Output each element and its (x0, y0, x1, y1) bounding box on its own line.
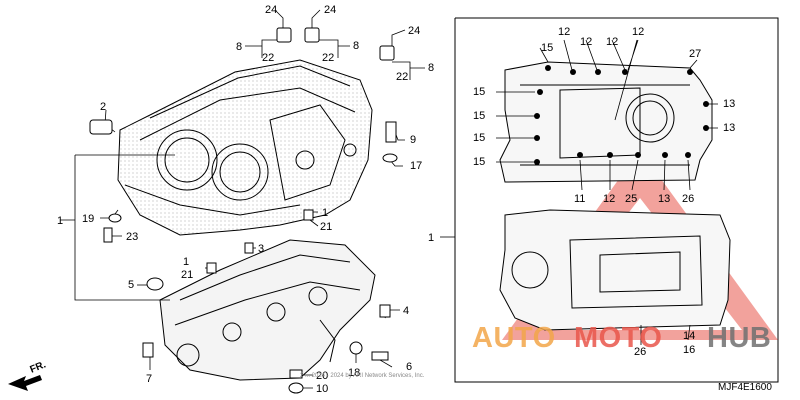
callout-26-b: 26 (634, 346, 647, 358)
callout-1-c: 1 (183, 256, 190, 268)
callout-22-a: 22 (262, 52, 275, 64)
callout-15-d: 15 (473, 132, 486, 144)
callout-17: 17 (410, 160, 423, 172)
crankcase-top-view (499, 61, 713, 183)
bolt-hole-markers (534, 65, 709, 165)
callout-15-c: 15 (473, 110, 486, 122)
lower-crankcase (159, 239, 376, 381)
callout-20: 20 (316, 370, 329, 382)
small-parts (89, 27, 398, 394)
callout-12-d: 12 (632, 26, 645, 38)
callout-24-a: 24 (265, 4, 278, 16)
callout-15-e: 15 (473, 156, 486, 168)
callout-10: 10 (316, 383, 329, 395)
detail-view-box (454, 17, 779, 383)
callout-7: 7 (146, 373, 153, 385)
callout-15-a: 15 (541, 42, 554, 54)
copyright-notice: 2 ... 2024 - 2024 by ARI Network Service… (300, 373, 425, 379)
watermark-auto-text: AUTO (472, 322, 556, 354)
callout-12-c: 12 (606, 36, 619, 48)
callout-24-c: 24 (408, 25, 421, 37)
callout-1-a: 1 (57, 215, 64, 227)
callout-13-b: 13 (723, 122, 736, 134)
front-direction-arrow (8, 375, 42, 391)
callout-5: 5 (128, 279, 135, 291)
callout-12-b: 12 (580, 36, 593, 48)
callout-21-a: 21 (320, 221, 333, 233)
callout-26-a: 26 (682, 193, 695, 205)
drawing-code: MJF4E1600 (718, 382, 772, 393)
upper-crankcase (117, 59, 373, 236)
callout-25: 25 (625, 193, 638, 205)
callout-23: 23 (126, 231, 139, 243)
callout-15-b: 15 (473, 86, 486, 98)
callout-1-detail: 1 (428, 232, 435, 244)
watermark-hub-text: HUB (707, 322, 772, 354)
callout-27: 27 (689, 48, 702, 60)
callout-24-b: 24 (324, 4, 337, 16)
callout-11: 11 (574, 193, 586, 205)
callout-18: 18 (348, 367, 361, 379)
callout-12-a: 12 (558, 26, 571, 38)
callout-9: 9 (410, 134, 417, 146)
callout-14: 14 (683, 330, 696, 342)
crankcase-bottom-view (499, 209, 731, 331)
callout-12-e: 12 (603, 193, 616, 205)
callout-8-a: 8 (236, 41, 243, 53)
callout-3: 3 (258, 243, 265, 255)
callout-16: 16 (683, 344, 696, 356)
callout-2: 2 (100, 101, 107, 113)
callout-8-c: 8 (428, 62, 435, 74)
callout-6: 6 (406, 361, 413, 373)
callout-21-b: 21 (181, 269, 194, 281)
callout-13-c: 13 (658, 193, 671, 205)
watermark-moto-text: MOTO (574, 322, 663, 354)
callout-1-b: 1 (322, 207, 329, 219)
callout-13-a: 13 (723, 98, 736, 110)
callout-4: 4 (403, 305, 410, 317)
callout-22-b: 22 (322, 52, 335, 64)
callout-19: 19 (82, 213, 95, 225)
callout-8-b: 8 (353, 40, 360, 52)
callout-22-c: 22 (396, 71, 409, 83)
